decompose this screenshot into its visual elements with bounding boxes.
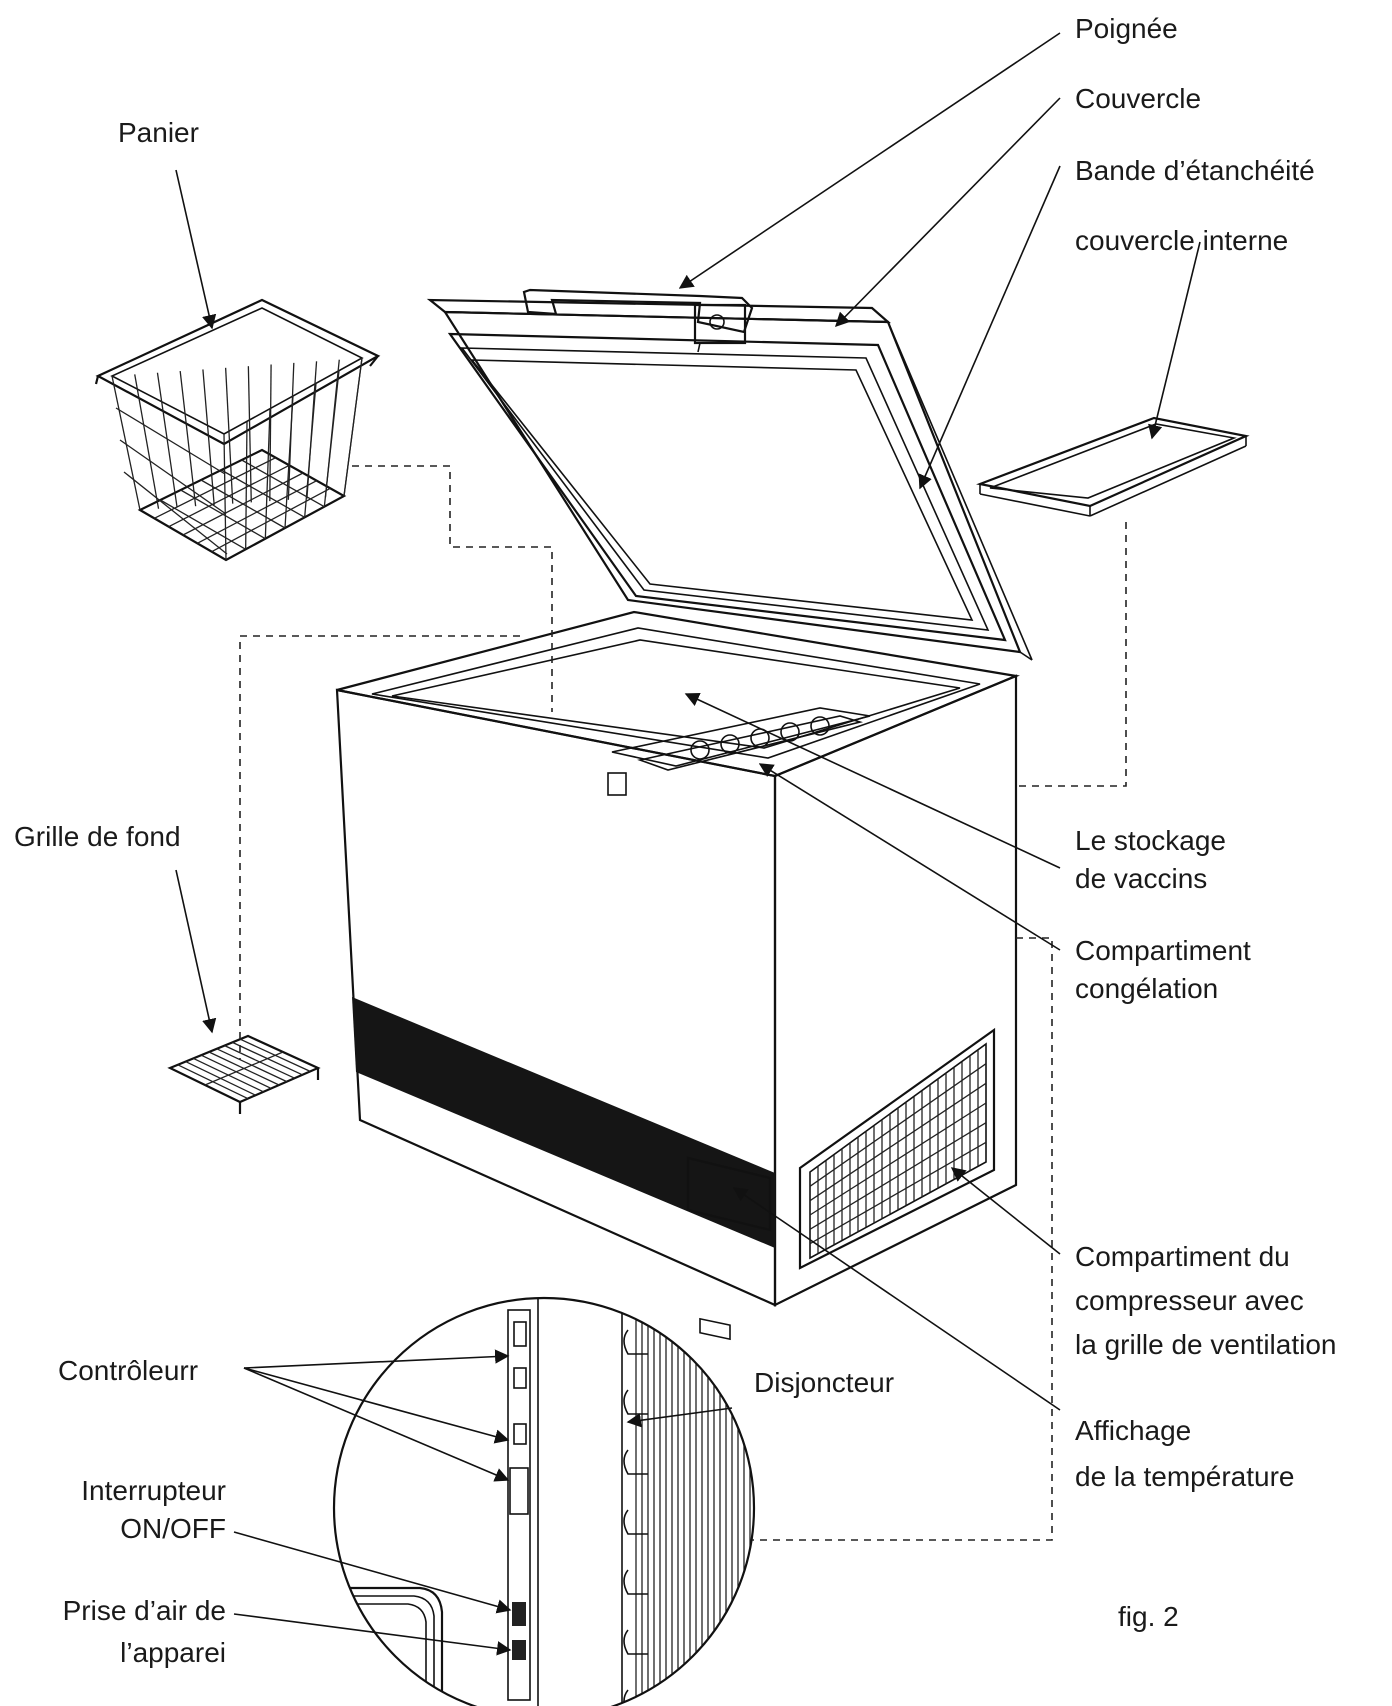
label-prise-1: Prise d’air de bbox=[63, 1595, 226, 1626]
label-affichage-2: de la température bbox=[1075, 1461, 1294, 1492]
label-bande-2: couvercle interne bbox=[1075, 225, 1288, 256]
label-controleur: Contrôleurr bbox=[58, 1355, 198, 1386]
label-couvercle: Couvercle bbox=[1075, 83, 1201, 114]
label-interrupteur-1: Interrupteur bbox=[81, 1475, 226, 1506]
handle bbox=[522, 288, 754, 353]
label-congelation-2: congélation bbox=[1075, 973, 1218, 1004]
label-congelation-1: Compartiment bbox=[1075, 935, 1251, 966]
bottom-grill bbox=[167, 1034, 321, 1114]
compressor-grille bbox=[798, 1027, 996, 1270]
magnifier-detail bbox=[332, 1296, 756, 1706]
leader-lines bbox=[175, 32, 1201, 1656]
label-grille-de-fond: Grille de fond bbox=[14, 821, 181, 852]
labels: Poignée Couvercle Bande d’étanchéité cou… bbox=[14, 13, 1337, 1668]
label-compresseur-3: la grille de ventilation bbox=[1075, 1329, 1337, 1360]
label-compresseur-2: compresseur avec bbox=[1075, 1285, 1304, 1316]
label-affichage-1: Affichage bbox=[1075, 1415, 1191, 1446]
label-figure: fig. 2 bbox=[1118, 1601, 1179, 1632]
label-interrupteur-2: ON/OFF bbox=[120, 1513, 226, 1544]
basket bbox=[94, 298, 381, 562]
label-stockage-2: de vaccins bbox=[1075, 863, 1207, 894]
label-bande-1: Bande d’étanchéité bbox=[1075, 155, 1315, 186]
label-compresseur-1: Compartiment du bbox=[1075, 1241, 1290, 1272]
label-panier: Panier bbox=[118, 117, 199, 148]
guide-lines bbox=[239, 465, 1127, 1541]
label-disjoncteur: Disjoncteur bbox=[754, 1367, 894, 1398]
lid bbox=[426, 298, 1033, 661]
label-prise-2: l’apparei bbox=[120, 1637, 226, 1668]
label-stockage-1: Le stockage bbox=[1075, 825, 1226, 856]
cabinet bbox=[335, 610, 1020, 1341]
inner-lid-tray bbox=[976, 416, 1250, 517]
label-poignee: Poignée bbox=[1075, 13, 1178, 44]
